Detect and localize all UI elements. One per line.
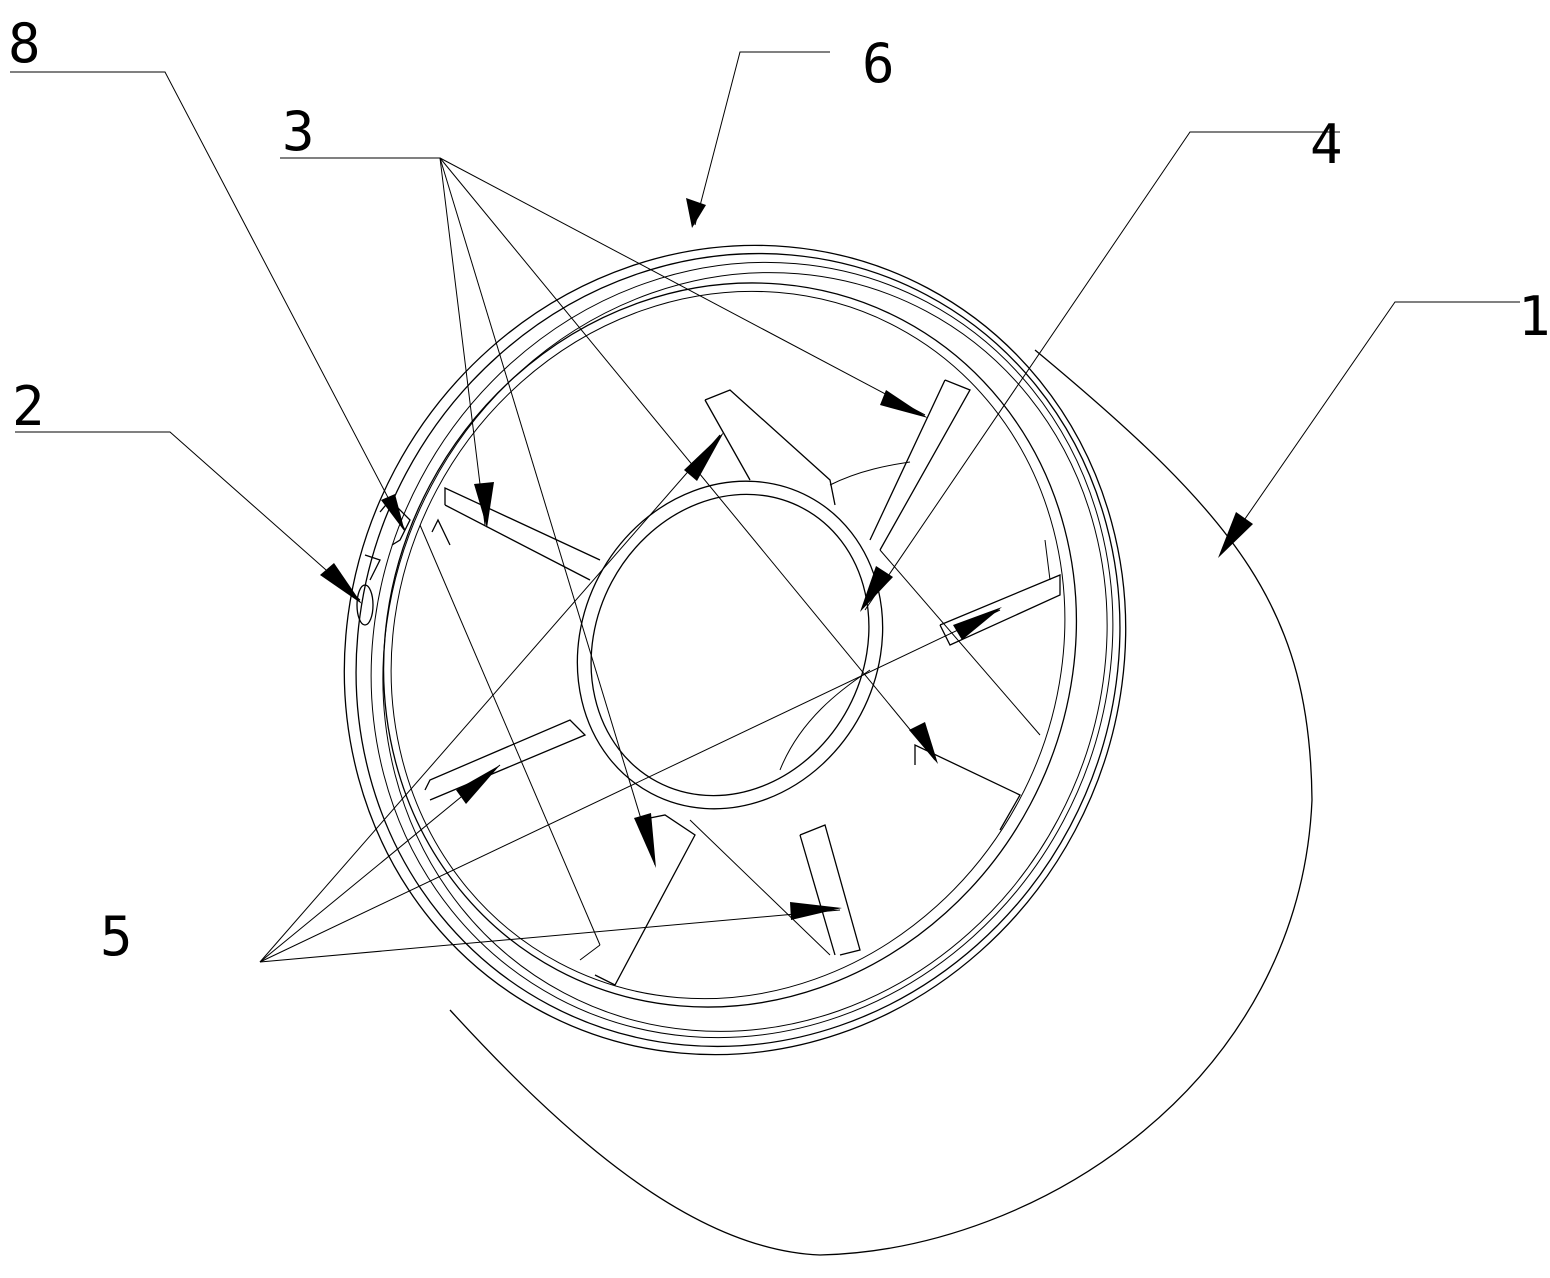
radial-ribs [419,379,1061,986]
arrowheads [320,198,1253,920]
callout-8: 8 [8,12,41,75]
arrowhead-3b [634,813,656,868]
arrowhead-5b [456,765,500,804]
arrowhead-3a [474,482,494,528]
center-hub [576,480,884,810]
callout-1: 1 [1518,285,1550,348]
arrowhead-3d [880,390,928,418]
callout-labels: 1 2 3 4 5 6 8 [8,12,1550,968]
arrowhead-5a [684,432,724,481]
callout-2: 2 [12,375,45,438]
callout-4: 4 [1310,113,1343,176]
arrowhead-5d [790,902,842,920]
callout-6: 6 [862,32,895,95]
arrowhead-6 [686,198,706,228]
arrowhead-2 [320,563,362,604]
leader-lines [10,51,1520,963]
arrowhead-4 [860,566,893,612]
outer-rings [343,244,1127,1056]
callout-5: 5 [100,905,133,968]
cylinder-body [449,349,1313,1256]
arrowhead-8 [381,494,405,532]
arrowhead-3c [909,722,938,764]
arrowhead-5c [953,607,1002,640]
callout-3: 3 [282,100,315,163]
arrowhead-1 [1218,512,1253,558]
